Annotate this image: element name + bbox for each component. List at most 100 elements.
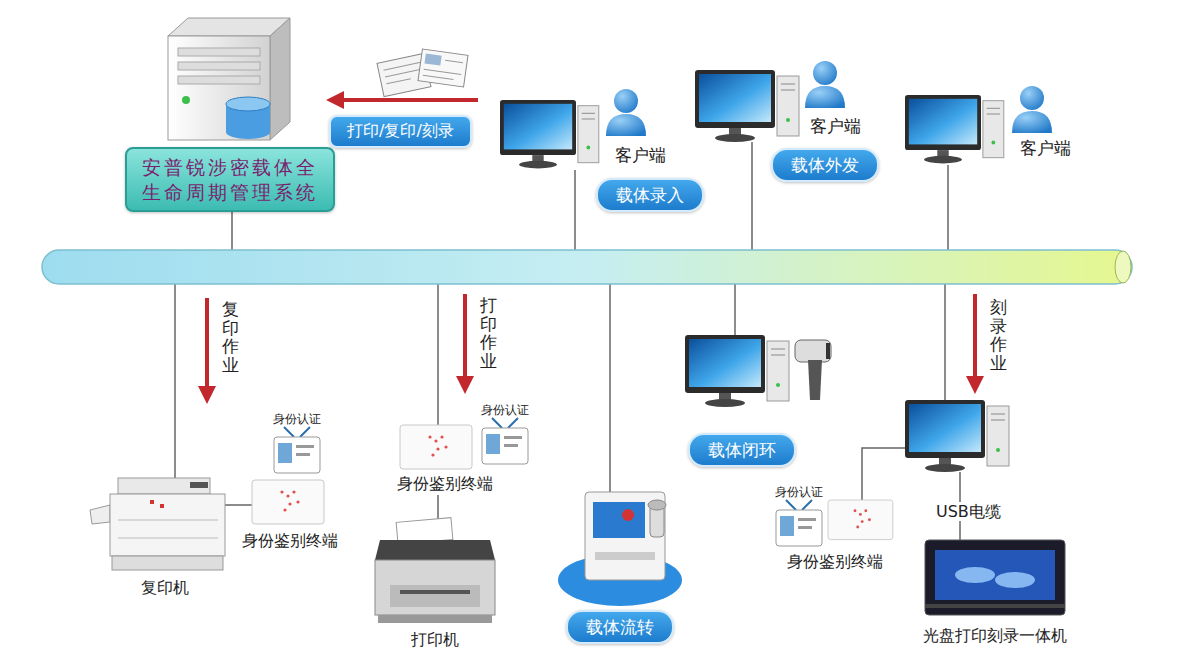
node-text: 载体闭环: [708, 439, 776, 461]
server-tower: [182, 96, 190, 104]
network-wire: [944, 284, 946, 400]
network-wire: [862, 448, 905, 500]
document-icon: [423, 75, 454, 79]
disc-burner: [935, 550, 1055, 600]
node-text: 载体流转: [586, 616, 654, 638]
server-tower: [226, 97, 270, 111]
job-arrow: [456, 376, 474, 394]
job-arrow: [973, 294, 977, 378]
scanner-terminal: [622, 509, 634, 521]
printer-icon: [375, 540, 495, 560]
id-badge: [776, 500, 822, 546]
network-wire: [174, 284, 176, 478]
printer-icon: [390, 585, 480, 607]
copier-icon: [160, 504, 164, 508]
function-pill: 载体闭环: [688, 433, 796, 467]
user-icon: [606, 89, 646, 136]
flow-arrow: [340, 98, 478, 102]
network-bus: [42, 250, 1132, 284]
server-tower: [226, 125, 270, 139]
network-bus: [42, 250, 1132, 284]
copier-icon: [150, 500, 154, 504]
server-tower: [178, 76, 260, 84]
barcode-scanner: [795, 340, 831, 362]
node-text: 打印/复印/刻录: [347, 121, 454, 142]
scanner-terminal: [595, 552, 655, 560]
document-icon: [424, 69, 462, 74]
function-pill: 载体外发: [771, 148, 879, 182]
job-label: 复印作业: [222, 300, 239, 375]
copier-icon: [110, 494, 225, 556]
system-box: 安普锐涉密载体全生命周期管理系统: [125, 147, 335, 212]
badge-label: 身份认证: [773, 485, 825, 499]
barcode-scanner: [826, 343, 830, 359]
barcode-scanner: [808, 360, 822, 400]
computer-icon: [685, 335, 789, 407]
printer-icon: [375, 560, 495, 615]
network-wire: [734, 284, 736, 335]
flow-arrow: [326, 91, 344, 109]
job-label: 打印作业: [480, 296, 497, 371]
disc-burner: [925, 604, 1065, 608]
user-icon: [805, 61, 845, 108]
disc-burner: [925, 540, 1065, 615]
device-label: 打印机: [409, 630, 461, 649]
node-text: 安普锐涉密载体全生命周期管理系统: [141, 155, 319, 204]
node-text: 载体外发: [791, 154, 859, 176]
barcode-scanner: [795, 340, 831, 400]
document-icon: [386, 79, 410, 84]
function-pill: 载体流转: [566, 610, 674, 644]
operation-tag: 打印/复印/刻录: [329, 115, 472, 148]
disc-burner: [925, 540, 1065, 615]
badge-label: 身份认证: [271, 412, 323, 426]
job-arrow: [198, 386, 216, 404]
device-label: 身份鉴别终端: [785, 552, 885, 571]
client-label: 客户端: [613, 145, 668, 165]
computer-icon: [695, 70, 799, 142]
copier-icon: [118, 538, 218, 539]
server-tower: [168, 36, 270, 140]
network-wire: [751, 142, 753, 250]
device-label: 身份鉴别终端: [240, 531, 340, 550]
document-icon: [445, 60, 463, 63]
scanner-terminal: [558, 492, 682, 606]
disc-burner: [995, 572, 1035, 588]
server-tower: [168, 18, 290, 140]
document-icon: [418, 49, 468, 87]
document-icon: [424, 53, 441, 65]
copier-icon: [90, 478, 225, 570]
server-tower: [178, 62, 260, 70]
server-tower: [270, 18, 290, 140]
job-label: 刻录作业: [990, 298, 1007, 373]
job-arrow: [463, 294, 467, 378]
copier-icon: [118, 520, 218, 521]
printer-icon: [375, 518, 495, 623]
copier-icon: [118, 478, 210, 494]
job-arrow: [966, 376, 984, 394]
flow-arrow: [326, 91, 478, 109]
document-icon: [377, 49, 468, 97]
document-icon: [384, 62, 421, 70]
computer-icon: [905, 400, 1009, 472]
card-reader: [828, 500, 893, 540]
network-wire: [437, 284, 439, 425]
client-label: 客户端: [1018, 138, 1073, 158]
client-label: 客户端: [808, 116, 863, 136]
server-tower: [178, 48, 260, 56]
job-arrow: [198, 294, 984, 404]
device-label: 身份鉴别终端: [395, 474, 495, 493]
node-text: 载体录入: [616, 184, 684, 206]
user-icon: [1012, 86, 1052, 133]
copier-icon: [112, 556, 223, 570]
scanner-terminal: [593, 502, 645, 538]
network-wire: [609, 284, 611, 492]
scanner-terminal: [648, 500, 666, 510]
scanner-terminal: [585, 492, 665, 580]
computer-icon: [500, 100, 599, 168]
server-tower: [168, 18, 290, 36]
id-badge: [274, 427, 320, 473]
device-label: 复印机: [139, 578, 191, 597]
network-wire: [437, 495, 439, 520]
device-label: 光盘打印刻录一体机: [921, 626, 1069, 645]
